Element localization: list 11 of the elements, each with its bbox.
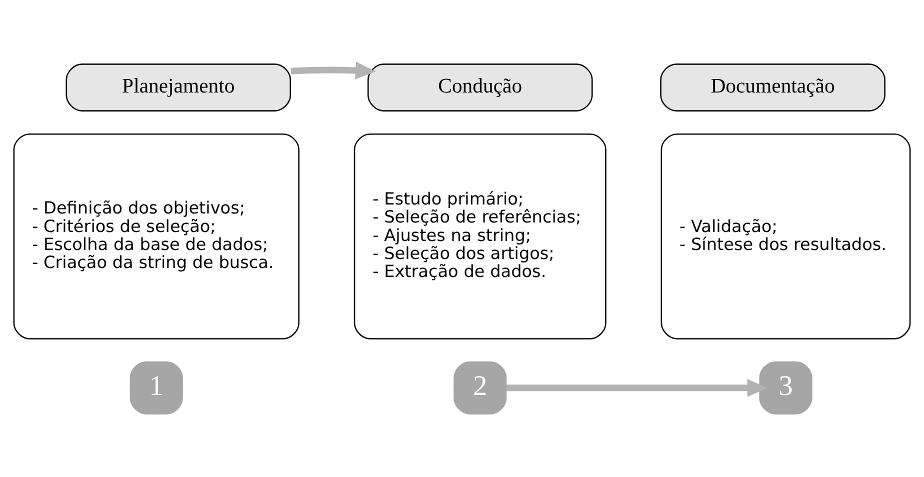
node-box: 2 [454, 360, 507, 414]
node-box: - Validação; - Síntese dos resultados. [660, 132, 911, 339]
arrow [506, 378, 768, 396]
node-box: Documentação [660, 63, 886, 111]
node-box: 3 [759, 360, 812, 414]
node-box: Condução [367, 63, 593, 111]
arrow [290, 61, 376, 79]
node-box: - Definição dos objetivos; - Critérios de seleção; - Escolha da base de dados; - Criação da string de busca. [13, 132, 300, 339]
node-box: Planejamento [66, 63, 292, 111]
node-box: - Estudo primário; - Seleção de referências; - Ajustes na string; - Seleção dos artigos; - Extração de dados. [354, 132, 606, 339]
node-box: 1 [130, 360, 183, 414]
